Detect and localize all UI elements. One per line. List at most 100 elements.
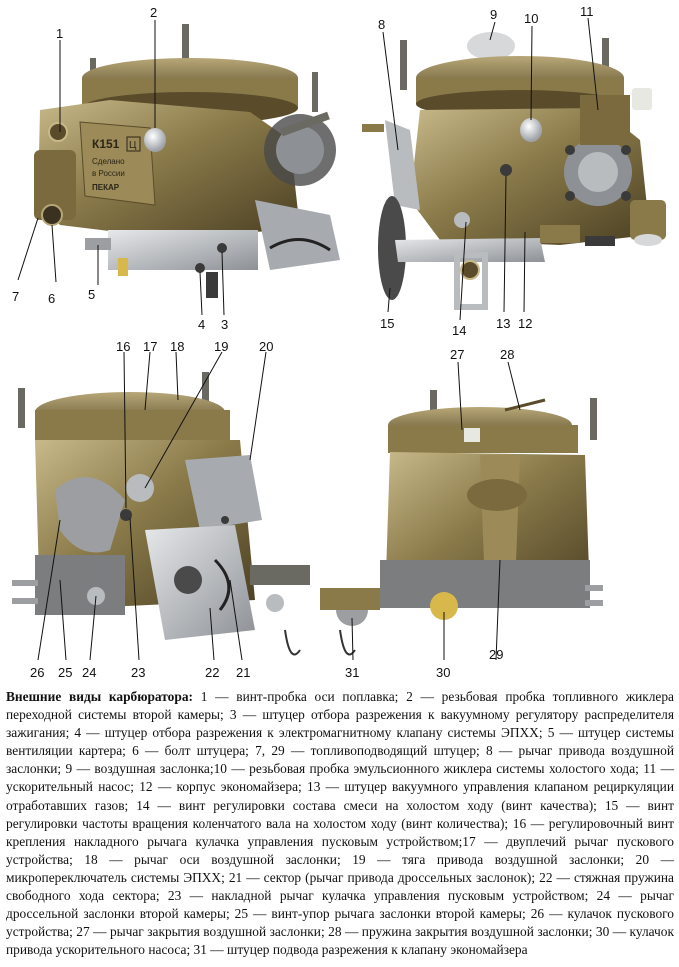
screw xyxy=(221,516,229,524)
callout-6: 6 xyxy=(48,291,56,306)
yellow-tag xyxy=(118,258,128,276)
crankcase-vent-fitting xyxy=(85,238,111,250)
marking-brand: ПЕКАР xyxy=(92,183,120,192)
vacuum-port xyxy=(217,243,227,253)
marking-line1: Сделано xyxy=(92,157,125,166)
callout-20: 20 xyxy=(259,339,274,354)
callout-11: 11 xyxy=(580,4,594,19)
carburetor-figure: К151 Ц Сделано в России ПЕКАР xyxy=(12,4,666,680)
base-plate xyxy=(380,560,590,608)
stud xyxy=(312,72,318,112)
screw xyxy=(565,191,575,201)
callout-19: 19 xyxy=(214,339,229,354)
fuel-inlet xyxy=(630,200,666,240)
lever-screw xyxy=(362,124,384,132)
callout-25: 25 xyxy=(58,665,73,680)
economizer-cap xyxy=(578,152,618,192)
callout-9: 9 xyxy=(490,7,498,22)
close-spring xyxy=(504,398,546,412)
callout-2: 2 xyxy=(150,5,158,20)
stud xyxy=(602,38,609,86)
nipple xyxy=(12,580,38,586)
wire-hook xyxy=(339,629,356,656)
wire-hook xyxy=(284,629,301,656)
callout-24: 24 xyxy=(82,665,97,680)
vacuum-fitting xyxy=(540,225,580,243)
emulsion-jet-plug xyxy=(520,118,542,142)
side-fitting xyxy=(250,565,310,585)
callout-26: 26 xyxy=(30,665,45,680)
nipple xyxy=(585,600,603,606)
spring xyxy=(213,558,231,611)
callout-31: 31 xyxy=(345,665,360,680)
callout-29: 29 xyxy=(489,647,504,662)
fuel-fitting-bolt xyxy=(41,204,63,226)
marking-letter: Ц xyxy=(129,140,137,151)
view-rear-right xyxy=(320,390,603,656)
pump-cover xyxy=(467,479,527,511)
callout-27: 27 xyxy=(450,347,465,362)
accelerator-pump xyxy=(580,95,630,145)
pump-cam xyxy=(430,592,458,620)
view-front-right xyxy=(362,32,666,310)
base-plate xyxy=(35,555,125,615)
vacuum-nipple xyxy=(585,236,615,246)
stud xyxy=(182,24,189,72)
nipple xyxy=(585,585,603,591)
callout-14: 14 xyxy=(452,323,467,338)
port xyxy=(500,164,512,176)
callout-1: 1 xyxy=(56,26,64,41)
callout-23: 23 xyxy=(131,665,146,680)
callout-3: 3 xyxy=(221,317,229,332)
sector-hub xyxy=(174,566,202,594)
air-damper-lever xyxy=(385,120,420,210)
nipple xyxy=(12,598,38,604)
callout-7: 7 xyxy=(12,289,20,304)
throttle-sector xyxy=(255,200,340,270)
jet-plug xyxy=(144,128,166,152)
quality-screw xyxy=(460,260,480,280)
callout-15: 15 xyxy=(380,316,395,331)
two-arm-lever xyxy=(126,474,154,502)
screw xyxy=(621,145,631,155)
carburetor-illustration: К151 Ц Сделано в России ПЕКАР xyxy=(12,17,666,661)
callout-12: 12 xyxy=(518,316,533,331)
callout-10: 10 xyxy=(524,11,539,26)
base-plate xyxy=(395,238,545,262)
marking-box xyxy=(126,136,141,152)
top-cover-rim xyxy=(388,425,578,453)
callout-8: 8 xyxy=(378,17,386,32)
fuel-fitting-housing xyxy=(34,150,76,220)
callout-4: 4 xyxy=(198,317,206,332)
callout-22: 22 xyxy=(205,665,220,680)
callout-21: 21 xyxy=(236,665,251,680)
callout-17: 17 xyxy=(143,339,158,354)
fuel-inlet-cap xyxy=(634,234,662,246)
screw xyxy=(621,191,631,201)
damper-lever-cap xyxy=(464,428,480,442)
adjusting-screw xyxy=(120,509,132,521)
callout-13: 13 xyxy=(496,316,511,331)
caption-title: Внешние виды карбюратора: xyxy=(6,689,193,704)
screw-bracket xyxy=(454,252,488,310)
callout-5: 5 xyxy=(88,287,96,302)
hose-clip xyxy=(266,594,284,612)
stud xyxy=(202,372,209,416)
starting-cam xyxy=(55,477,125,553)
lower-lever xyxy=(206,272,218,298)
callout-16: 16 xyxy=(116,339,131,354)
recirculation-port xyxy=(454,212,470,228)
quantity-screw-disc xyxy=(378,196,406,300)
fitting-body xyxy=(320,588,380,610)
caption-text: 1 — винт-пробка оси поплавка; 2 — резьбо… xyxy=(6,689,675,958)
figure-caption: Внешние виды карбюратора: 1 — винт-пробк… xyxy=(6,688,674,959)
spring xyxy=(269,238,331,252)
marking-line2: в России xyxy=(92,169,125,178)
vacuum-port xyxy=(195,263,205,273)
stud xyxy=(18,388,25,428)
view-rear-left xyxy=(12,372,310,656)
top-cover-rim xyxy=(35,410,230,440)
lever xyxy=(280,111,330,137)
pump-cap xyxy=(632,88,652,110)
air-damper xyxy=(467,32,515,60)
